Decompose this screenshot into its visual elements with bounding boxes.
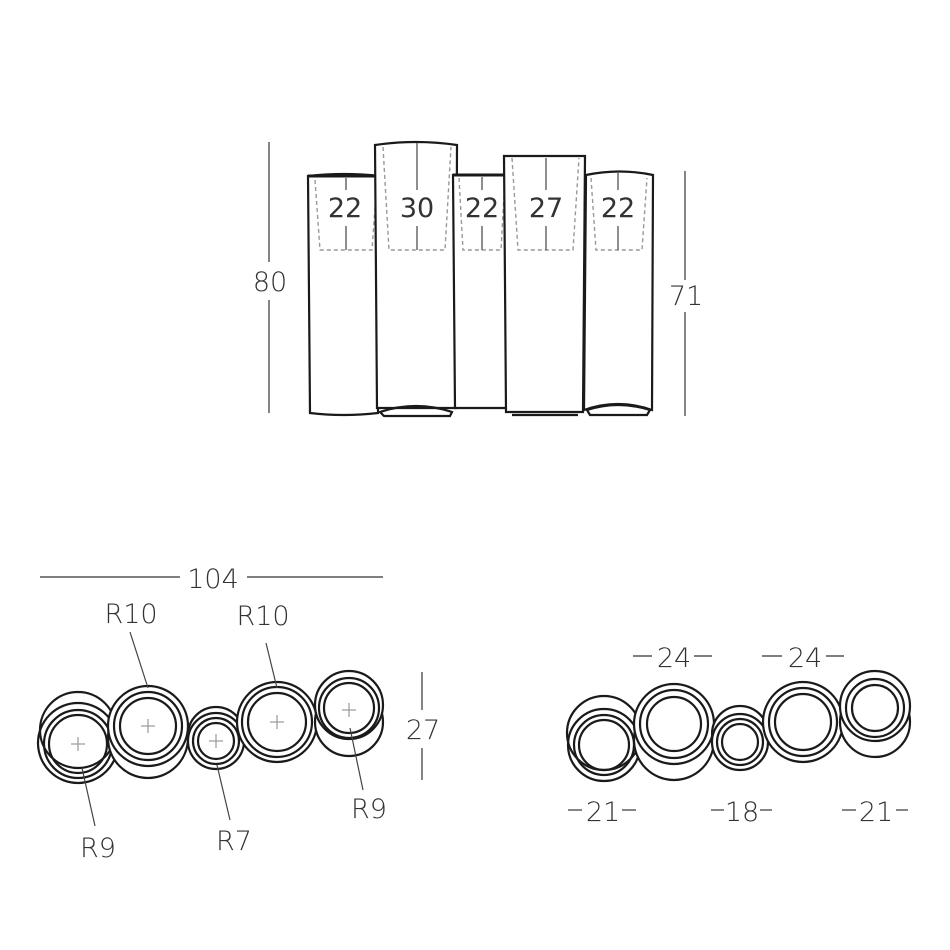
pot-5-diameter: 22 bbox=[601, 193, 635, 224]
radius-label-2: R10 bbox=[104, 599, 157, 630]
depth-27-label: 27 bbox=[406, 715, 440, 746]
radius-label-4: R10 bbox=[236, 601, 289, 632]
pot-1: 22 bbox=[306, 172, 382, 417]
planter-top-5 bbox=[313, 669, 385, 758]
inner-diameter-label-5: 21 bbox=[859, 797, 893, 828]
top-view-diameters: 24 24 21 18 21 bbox=[565, 643, 912, 828]
pot-3: 22 bbox=[451, 173, 513, 410]
radius-label-5: R9 bbox=[351, 794, 387, 825]
planter-top-4 bbox=[235, 680, 319, 764]
planter-top-2 bbox=[106, 684, 190, 780]
pot-5: 22 bbox=[582, 170, 655, 417]
pot-4-diameter: 27 bbox=[529, 193, 563, 224]
width-104-label: 104 bbox=[187, 564, 239, 595]
planter-top-3 bbox=[186, 705, 246, 771]
height-71-label: 71 bbox=[669, 281, 703, 312]
pot-2-diameter: 30 bbox=[400, 193, 434, 224]
front-view: 80 71 22 30 22 bbox=[253, 140, 703, 418]
planter-top-1 bbox=[36, 690, 120, 785]
height-80-label: 80 bbox=[253, 267, 287, 298]
inner-diameter-label-4: 24 bbox=[788, 643, 822, 674]
top-view-radii: 104 27 bbox=[36, 564, 440, 864]
pot-2: 30 bbox=[373, 140, 459, 418]
pot-3-diameter: 22 bbox=[465, 193, 499, 224]
inner-diameter-label-1: 21 bbox=[586, 797, 620, 828]
radius-label-3: R7 bbox=[216, 826, 252, 857]
radius-label-1: R9 bbox=[80, 833, 116, 864]
pot-1-diameter: 22 bbox=[328, 193, 362, 224]
inner-diameter-label-3: 18 bbox=[725, 797, 759, 828]
inner-diameter-label-2: 24 bbox=[657, 643, 691, 674]
pot-4: 27 bbox=[502, 154, 587, 417]
